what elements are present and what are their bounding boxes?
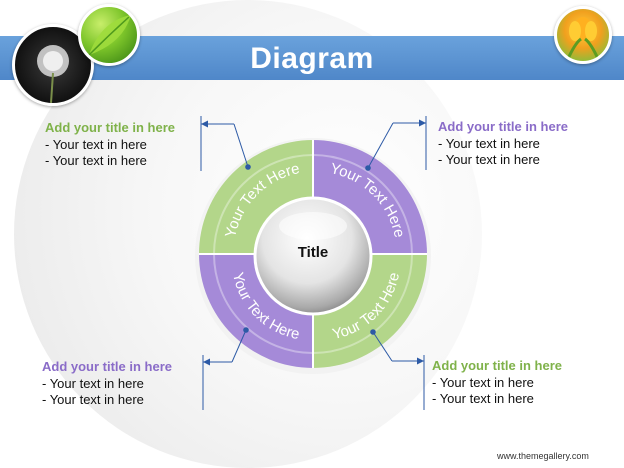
block-title: Add your title in here <box>438 119 569 134</box>
text-block-top-left: Add your title in here - Your text in he… <box>45 120 175 170</box>
center-title: Title <box>298 244 329 261</box>
block-title: Add your title in here <box>42 359 173 374</box>
block-title: Add your title in here <box>432 358 563 373</box>
segment-bottom-right <box>313 254 427 368</box>
block-line: - Your text in here <box>432 391 534 406</box>
text-block-bottom-right: Add your title in here - Your text in he… <box>432 358 562 408</box>
block-line: - Your text in here <box>45 136 147 152</box>
block-line: - Your text in here <box>432 374 534 390</box>
block-line: - Your text in here <box>438 152 540 167</box>
footer-url: www.themegallery.com <box>497 451 589 461</box>
text-block-top-right: Add your title in here - Your text in he… <box>438 119 568 169</box>
connector-dot-tr <box>365 165 371 171</box>
segment-top-left <box>199 140 313 254</box>
block-title: Add your title in here <box>45 120 176 135</box>
leaf-photo <box>78 4 140 66</box>
block-line: - Your text in here <box>45 153 147 168</box>
segment-top-right <box>313 140 427 254</box>
block-line: - Your text in here <box>42 392 144 407</box>
block-line: - Your text in here <box>42 375 144 391</box>
text-block-bottom-left: Add your title in here - Your text in he… <box>42 359 172 409</box>
block-line: - Your text in here <box>438 135 540 151</box>
tulip-photo <box>554 6 612 64</box>
page-title: Diagram <box>250 42 374 75</box>
connector-dot-tl <box>245 164 251 170</box>
connector-dot-bl <box>243 327 249 333</box>
segment-bottom-left <box>199 254 313 368</box>
connector-dot-br <box>370 329 376 335</box>
